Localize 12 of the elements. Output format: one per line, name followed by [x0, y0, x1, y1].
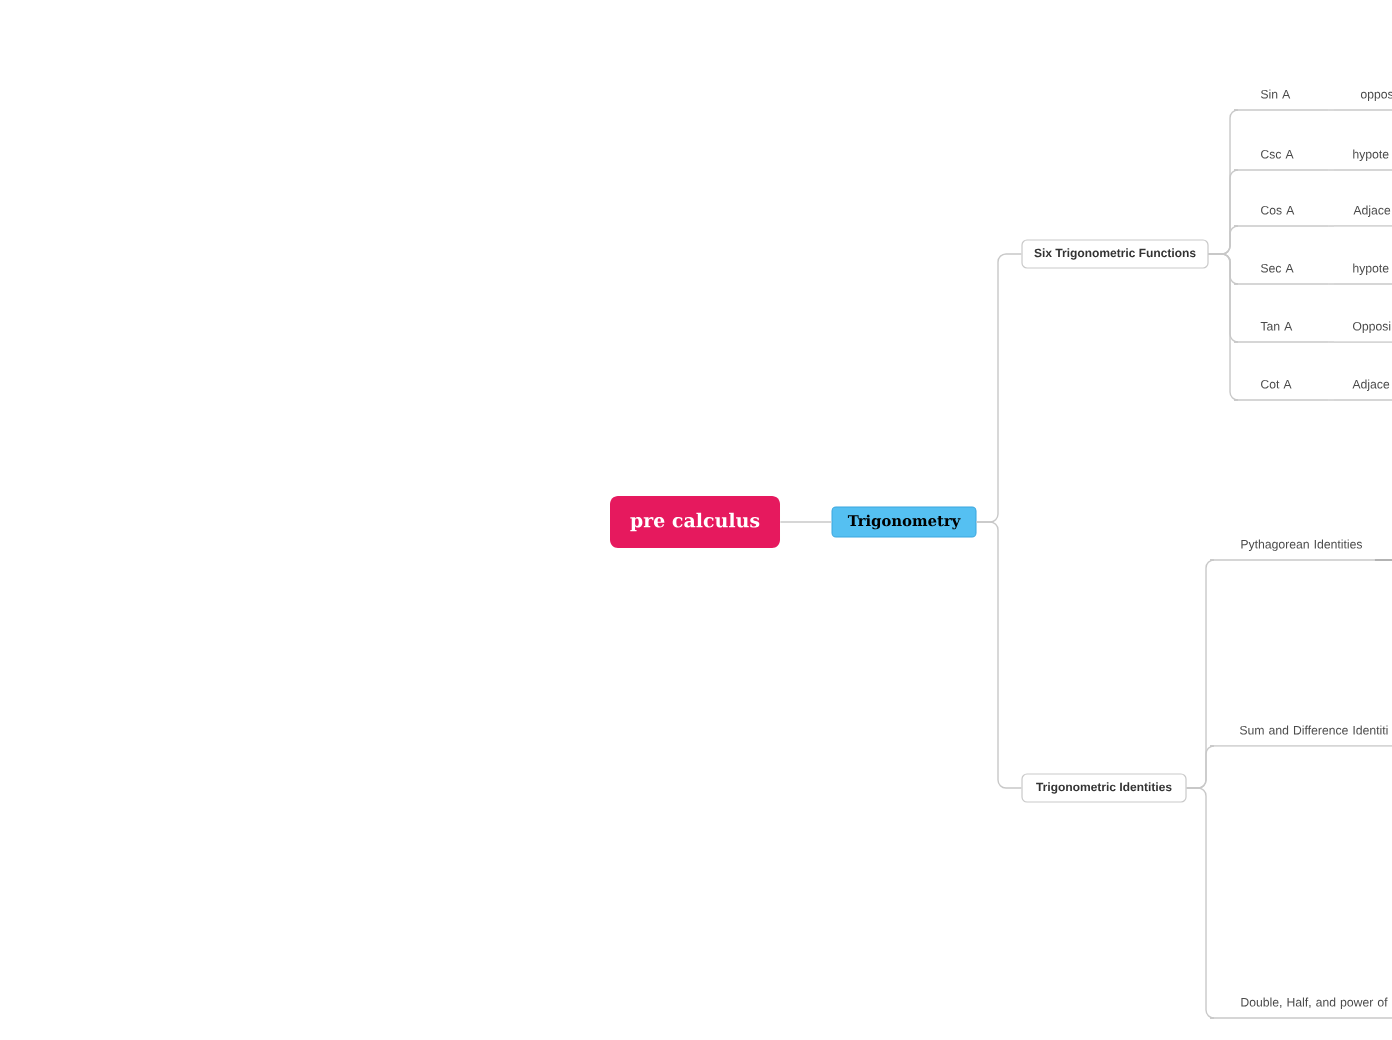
connector-line	[1328, 109, 1335, 111]
connector-line	[1207, 253, 1239, 401]
connector-line	[779, 521, 833, 523]
connector-line	[1185, 787, 1215, 1019]
connector-line	[975, 521, 1023, 789]
central-topic-box: pre calculus	[610, 496, 780, 548]
connector-line	[1328, 283, 1335, 285]
connector-line	[1328, 341, 1335, 343]
connector-line	[1328, 399, 1335, 401]
connector-line	[1328, 169, 1335, 171]
connector-line	[1374, 559, 1392, 561]
connector-line	[1328, 225, 1335, 227]
